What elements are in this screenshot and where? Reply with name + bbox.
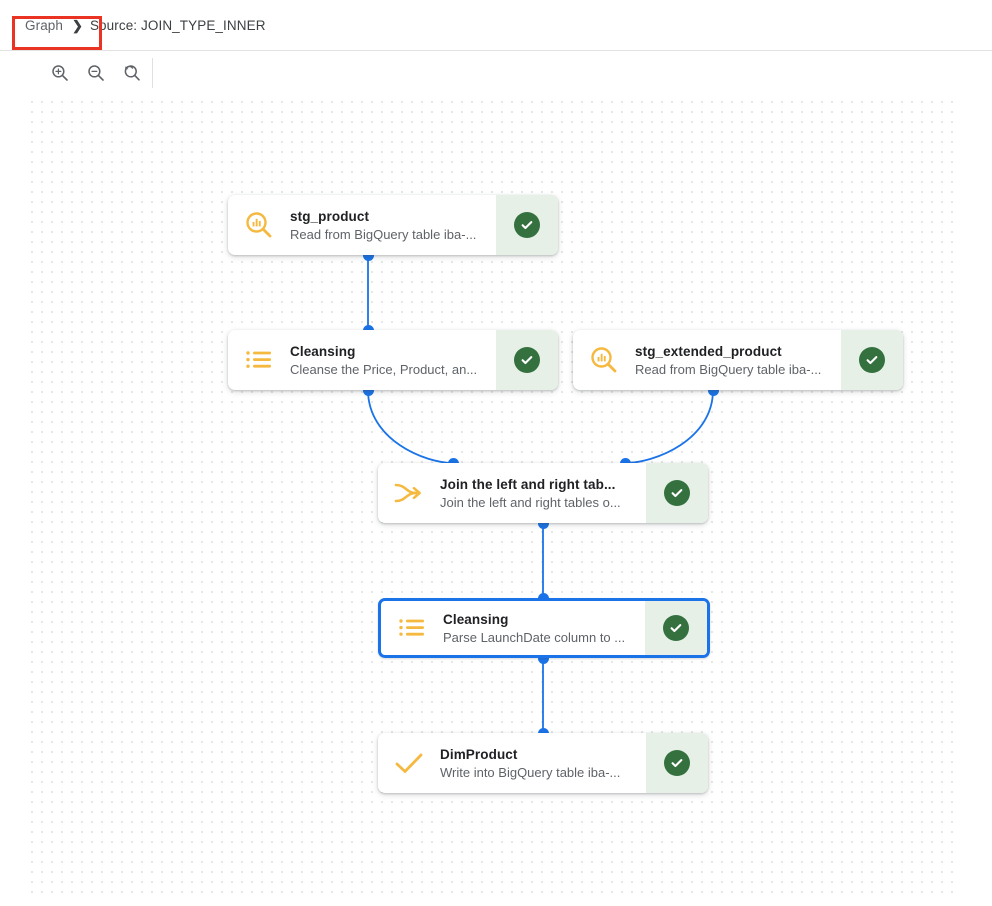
node-status-panel [496,195,558,255]
join-merge-icon [378,463,440,523]
graph-node-stg-extended-product[interactable]: stg_extended_product Read from BigQuery … [573,330,903,390]
reset-zoom-button[interactable] [120,61,144,85]
toolbar-divider [152,58,153,88]
node-title: stg_product [290,208,370,224]
zoom-in-icon [50,63,70,83]
node-status-panel [841,330,903,390]
node-text-block: stg_extended_product Read from BigQuery … [635,330,841,390]
node-text-block: Cleansing Cleanse the Price, Product, an… [290,330,496,390]
graph-node-cleansing-2[interactable]: Cleansing Parse LaunchDate column to ... [378,598,710,658]
graph-toolbar [0,51,992,95]
node-status-panel [646,463,708,523]
check-circle-icon [864,352,880,368]
check-circle-icon [669,485,685,501]
bigquery-source-icon [573,330,635,390]
node-subtitle: Read from BigQuery table iba-... [635,361,822,377]
node-title: Cleansing [290,343,356,359]
check-circle-icon [668,620,684,636]
graph-node-join[interactable]: Join the left and right tab... Join the … [378,463,708,523]
page-header: Graph ❯ Source: JOIN_TYPE_INNER [0,0,992,51]
node-status-panel [645,601,707,655]
node-subtitle: Write into BigQuery table iba-... [440,764,621,780]
node-subtitle: Read from BigQuery table iba-... [290,226,477,242]
port-cleansing-out[interactable] [362,384,374,396]
status-badge [663,615,689,641]
zoom-out-button[interactable] [84,61,108,85]
node-title: stg_extended_product [635,343,782,359]
edge-cleansing-to-join [367,389,454,464]
node-status-panel [496,330,558,390]
node-text-block: Cleansing Parse LaunchDate column to ... [443,601,645,655]
port-cleansing2-out[interactable] [537,652,549,664]
zoom-out-icon [86,63,106,83]
node-text-block: Join the left and right tab... Join the … [440,463,646,523]
node-subtitle: Join the left and right tables o... [440,494,621,510]
port-join-out[interactable] [537,517,549,529]
graph-node-cleansing-1[interactable]: Cleansing Cleanse the Price, Product, an… [228,330,558,390]
check-circle-icon [519,352,535,368]
node-subtitle: Cleanse the Price, Product, an... [290,361,478,377]
breadcrumb-item-graph[interactable]: Graph [25,17,64,33]
edge-stg-extended-to-join [624,389,714,464]
breadcrumb-current-source: Source: JOIN_TYPE_INNER [89,17,266,33]
graph-node-stg-product[interactable]: stg_product Read from BigQuery table iba… [228,195,558,255]
status-badge [859,347,885,373]
bigquery-source-icon [228,195,290,255]
status-badge [664,480,690,506]
status-badge [514,212,540,238]
zoom-in-button[interactable] [48,61,72,85]
breadcrumb: Graph ❯ Source: JOIN_TYPE_INNER [25,13,266,37]
list-cleanse-icon [228,330,290,390]
port-stg-product-out[interactable] [362,249,374,261]
check-circle-icon [519,217,535,233]
port-stg-extended-out[interactable] [707,384,719,396]
checkmark-sink-icon [378,733,440,793]
graph-node-dimproduct[interactable]: DimProduct Write into BigQuery table iba… [378,733,708,793]
node-status-panel [646,733,708,793]
status-badge [664,750,690,776]
node-title: Join the left and right tab... [440,476,616,492]
node-title: Cleansing [443,611,509,627]
node-text-block: stg_product Read from BigQuery table iba… [290,195,496,255]
node-title: DimProduct [440,746,518,762]
node-subtitle: Parse LaunchDate column to ... [443,629,626,645]
check-circle-icon [669,755,685,771]
status-badge [514,347,540,373]
list-cleanse-icon [381,601,443,655]
node-text-block: DimProduct Write into BigQuery table iba… [440,733,646,793]
reset-zoom-icon [122,63,142,83]
graph-canvas[interactable]: stg_product Read from BigQuery table iba… [25,95,955,895]
chevron-right-icon: ❯ [72,17,83,33]
